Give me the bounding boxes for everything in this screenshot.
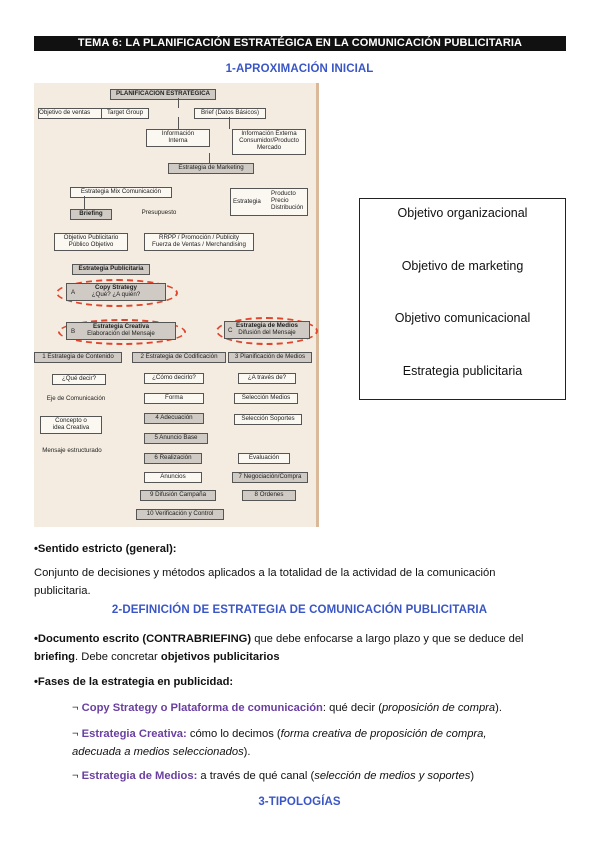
box-estrategia-publicitaria: Estrategia Publicitaria <box>72 264 150 275</box>
box-ordenes: 8 Órdenes <box>242 490 296 501</box>
box-forma: Forma <box>144 393 204 404</box>
box-briefing: Briefing <box>70 209 112 220</box>
fase-estrategia-creativa: ¬ Estrategia Creativa: cómo lo decimos (… <box>72 728 487 758</box>
box-difusion: 9 Difusión Campaña <box>140 490 216 501</box>
box-evaluacion: Evaluación <box>238 453 290 464</box>
objective-item: Estrategia publicitaria <box>402 364 523 378</box>
box-planificacion: 3 Planificación de Medios <box>228 352 312 363</box>
documento-paragraph: •Documento escrito (CONTRABRIEFING) que … <box>34 633 524 663</box>
copy-strategy-highlight <box>56 279 178 307</box>
box-estrategia-mix: Estrategia Mix Comunicación <box>70 187 172 198</box>
diagram-title: PLANIFICACIÓN ESTRATÉGICA <box>110 89 216 100</box>
fase-estrategia-medios: ¬ Estrategia de Medios: a través de qué … <box>72 770 475 782</box>
box-realizacion: 6 Realización <box>144 453 202 464</box>
objective-item: Objetivo de marketing <box>401 259 524 273</box>
box-anuncios: Anuncios <box>144 472 202 483</box>
medios-highlight <box>216 317 318 345</box>
box-brief: Brief (Datos Básicos) <box>194 108 266 119</box>
box-como-decirlo: ¿Cómo decirlo? <box>144 373 204 384</box>
box-anuncio-base: 5 Anuncio Base <box>144 433 208 444</box>
box-seleccion-soportes: Selección Soportes <box>234 414 302 425</box>
box-seleccion-medios: Selección Medios <box>234 393 298 404</box>
planning-diagram: PLANIFICACIÓN ESTRATÉGICA Objetivo de ve… <box>34 83 319 527</box>
objective-item: Objetivo organizacional <box>397 206 528 220</box>
box-a-traves: ¿A través de? <box>238 373 296 384</box>
box-objetivo-ventas: Objetivo de ventas <box>38 108 102 119</box>
fase-copy-strategy: ¬ Copy Strategy o Plataforma de comunica… <box>72 702 502 714</box>
section-heading-3: 3-TIPOLOGÍAS <box>258 796 341 808</box>
box-copy-strategy: A Copy Strategy¿Qué? ¿A quién? <box>66 283 166 301</box>
page-title: TEMA 6: LA PLANIFICACIÓN ESTRATÉGICA EN … <box>34 36 566 51</box>
box-mensaje: Mensaje estructurado <box>42 447 102 454</box>
box-que-decir: ¿Qué decir? <box>52 374 106 385</box>
section-heading-2: 2-DEFINICIÓN DE ESTRATEGIA DE COMUNICACI… <box>111 604 488 616</box>
box-negociacion: 7 Negociación/Compra <box>232 472 308 483</box>
objective-item: Objetivo comunicacional <box>394 311 531 325</box>
section-heading-1: 1-APROXIMACIÓN INICIAL <box>225 63 374 75</box>
box-codificacion: 2 Estrategia de Codificación <box>132 352 226 363</box>
box-presupuesto: Presupuesto <box>141 209 177 216</box>
creativa-highlight <box>58 319 186 345</box>
fases-label: •Fases de la estrategia en publicidad: <box>34 676 234 688</box>
objectives-box: Objetivo organizacional Objetivo de mark… <box>359 198 566 400</box>
box-eje: Eje de Comunicación <box>46 395 106 402</box>
box-target-group: Target Group <box>101 108 149 119</box>
sentido-text: Conjunto de decisiones y métodos aplicad… <box>34 567 496 597</box>
box-verificacion: 10 Verificación y Control <box>136 509 224 520</box>
box-adecuacion: 4 Adecuación <box>144 413 204 424</box>
sentido-label: •Sentido estricto (general): <box>34 543 177 555</box>
box-estrategia-marketing: Estrategia de Marketing <box>168 163 254 174</box>
box-contenido: 1 Estrategia de Contenido <box>34 352 122 363</box>
